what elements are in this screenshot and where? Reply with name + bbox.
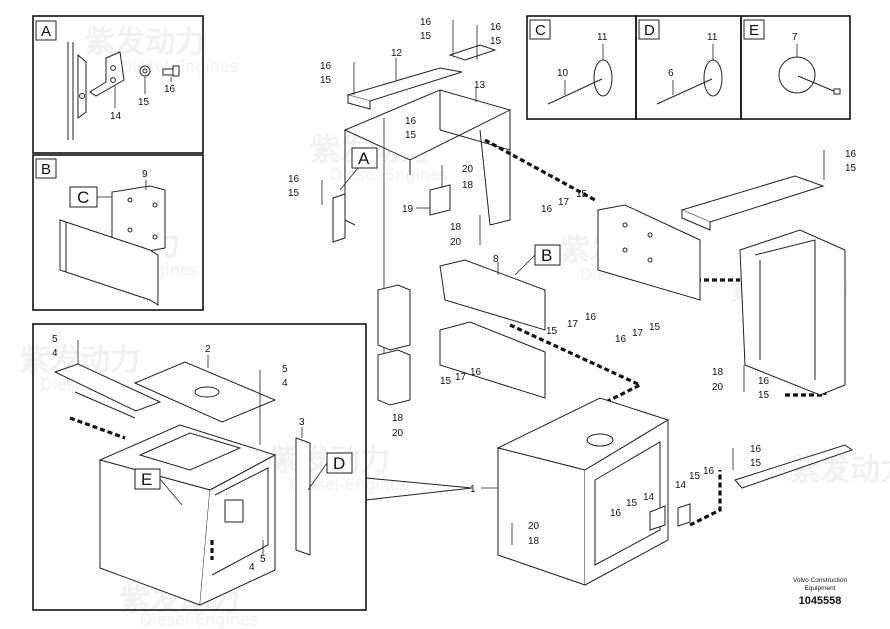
part-number: 18 <box>462 180 474 191</box>
part-number: 15 <box>689 471 701 482</box>
part-number: 15 <box>288 188 300 199</box>
part-number: 15 <box>546 326 558 337</box>
part-number: 5 <box>260 554 266 565</box>
watermark-sub: Diesel-Engines <box>140 610 258 629</box>
part-number: 16 <box>288 174 300 185</box>
detail-label-c: C <box>535 22 546 39</box>
part-number: 10 <box>557 68 569 79</box>
part-number: 15 <box>320 75 332 86</box>
detail-box-a: A 14 15 16 <box>32 15 204 154</box>
part-number: 15 <box>440 376 452 387</box>
part-number: 16 <box>490 22 502 33</box>
part-number: 13 <box>474 80 486 91</box>
part-number: 1 <box>470 484 476 495</box>
part-number: 16 <box>610 508 622 519</box>
callout-b: B <box>541 246 552 265</box>
part-number: 14 <box>110 111 122 122</box>
part-number: 12 <box>391 48 403 59</box>
part-number: 19 <box>402 204 414 215</box>
part-number: 4 <box>282 378 288 389</box>
part-number: 17 <box>567 319 579 330</box>
part-number: 15 <box>576 189 588 200</box>
part-number: 15 <box>405 130 417 141</box>
part-number: 20 <box>462 164 474 175</box>
drawing-id: 1045558 <box>799 595 842 607</box>
right-panels: 16 17 15 15 17 16 16 17 15 16 15 18 20 1… <box>541 149 857 401</box>
part-number: 16 <box>845 149 857 160</box>
detail-box-d: D 11 6 <box>635 15 742 120</box>
callout-e: E <box>141 470 152 489</box>
part-number: 20 <box>528 521 540 532</box>
part-number: 16 <box>703 466 715 477</box>
part-number: 3 <box>299 417 305 428</box>
part-number: 9 <box>142 169 148 180</box>
part-number: 17 <box>455 372 467 383</box>
part-number: 18 <box>450 222 462 233</box>
maker-line-2: Equipment <box>804 585 835 592</box>
detail-label-d: D <box>644 22 655 39</box>
callout-c: C <box>77 188 89 207</box>
part-number: 16 <box>470 367 482 378</box>
callout-d: D <box>333 454 345 473</box>
part-number: 14 <box>643 492 655 503</box>
part-number: 16 <box>758 376 770 387</box>
detail-box-b: B 9 C <box>32 154 204 311</box>
part-number: 4 <box>249 562 255 573</box>
part-number: 15 <box>420 31 432 42</box>
part-number: 17 <box>632 328 644 339</box>
part-number: 20 <box>712 382 724 393</box>
detail-box-e: E 7 <box>740 15 851 120</box>
part-number: 18 <box>392 413 404 424</box>
part-number: 18 <box>528 536 540 547</box>
part-number: 5 <box>282 364 288 375</box>
main-box-assembly: 1 20 18 16 15 14 14 15 16 16 15 <box>470 397 854 586</box>
part-number: 20 <box>392 428 404 439</box>
part-number: 16 <box>164 84 176 95</box>
part-number: 6 <box>668 68 674 79</box>
part-number: 7 <box>792 32 798 43</box>
part-number: 16 <box>615 334 627 345</box>
part-number: 16 <box>405 116 417 127</box>
maker-line-1: Volvo Construction <box>793 577 848 584</box>
detail-label-b: B <box>41 161 51 178</box>
part-number: 11 <box>707 32 718 43</box>
part-number: 5 <box>52 334 58 345</box>
part-number: 15 <box>758 390 770 401</box>
enlarged-view-box: 2 5 4 3 5 4 5 4 D E <box>32 323 473 611</box>
part-number: 15 <box>750 458 762 469</box>
part-number: 14 <box>675 480 687 491</box>
part-number: 8 <box>493 254 499 265</box>
part-number: 16 <box>320 61 332 72</box>
part-number: 15 <box>490 36 502 47</box>
part-number: 15 <box>649 322 661 333</box>
callout-a: A <box>358 149 370 168</box>
part-number: 15 <box>626 498 638 509</box>
part-number: 11 <box>597 32 608 43</box>
watermark-brand: 紫发动力 <box>85 25 205 60</box>
part-number: 4 <box>52 348 58 359</box>
drawing-footer: Volvo Construction Equipment 1045558 <box>793 577 848 607</box>
part-number: 2 <box>205 344 211 355</box>
detail-label-a: A <box>41 23 51 40</box>
watermark-sub: Diesel-Engines <box>290 475 408 494</box>
part-number: 18 <box>712 367 724 378</box>
part-number: 20 <box>450 237 462 248</box>
part-number: 16 <box>585 312 597 323</box>
detail-label-e: E <box>749 22 759 39</box>
part-number: 16 <box>541 204 553 215</box>
detail-box-c: C 11 10 <box>526 15 637 120</box>
part-number: 15 <box>138 97 150 108</box>
watermark-sub: Diesel-Engines <box>330 165 448 184</box>
part-number: 16 <box>420 17 432 28</box>
part-number: 16 <box>750 444 762 455</box>
part-number: 15 <box>845 163 857 174</box>
part-number: 17 <box>558 197 570 208</box>
